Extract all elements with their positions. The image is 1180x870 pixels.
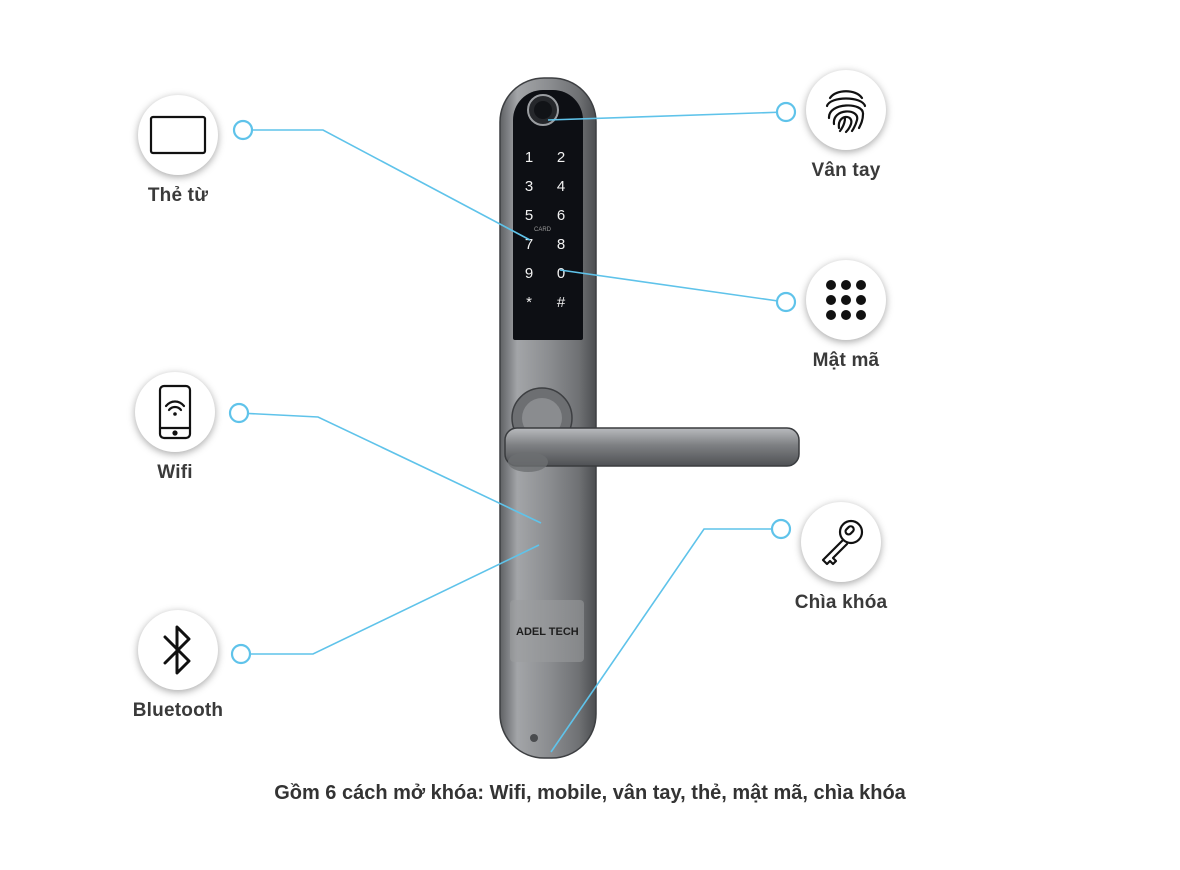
fingerprint-icon bbox=[806, 70, 886, 150]
connector-dot-password bbox=[775, 291, 797, 313]
connector-dot-bluetooth bbox=[230, 643, 252, 665]
connector-dot-card bbox=[232, 119, 254, 141]
brand-label: ADEL TECH bbox=[516, 626, 579, 638]
connector-dot-key bbox=[770, 518, 792, 540]
feature-fingerprint: Vân tay bbox=[766, 70, 926, 182]
keypad-icon bbox=[806, 260, 886, 340]
keypad-key: 3 bbox=[525, 178, 533, 195]
feature-card: Thẻ từ bbox=[98, 95, 258, 207]
caption: Gồm 6 cách mở khóa: Wifi, mobile, vân ta… bbox=[274, 782, 906, 804]
feature-card-label: Thẻ từ bbox=[147, 185, 209, 206]
feature-fingerprint-label: Vân tay bbox=[811, 160, 881, 181]
connector-wifi bbox=[238, 412, 542, 524]
connector-dots bbox=[228, 101, 797, 665]
feature-password: Mật mã bbox=[766, 260, 926, 372]
connector-password bbox=[559, 269, 786, 303]
card-icon bbox=[138, 95, 218, 175]
keypad-key: 8 bbox=[557, 236, 565, 253]
keyhole bbox=[530, 734, 538, 742]
keypad-key: # bbox=[557, 294, 566, 311]
connector-dot-fingerprint bbox=[775, 101, 797, 123]
feature-bluetooth-label: Bluetooth bbox=[132, 700, 224, 721]
keypad-key: 9 bbox=[525, 265, 533, 282]
keypad-key: 2 bbox=[557, 149, 565, 166]
connector-card bbox=[243, 129, 531, 241]
feature-key-label: Chìa khóa bbox=[794, 592, 888, 613]
connector-bluetooth bbox=[241, 544, 540, 655]
feature-bluetooth: Bluetooth bbox=[98, 610, 258, 722]
connector-fingerprint bbox=[547, 111, 786, 121]
key-icon bbox=[801, 502, 881, 582]
keypad-key: 5 bbox=[525, 207, 533, 224]
connector-lines bbox=[238, 111, 786, 753]
keypad-key: * bbox=[526, 294, 532, 311]
keypad-key: 6 bbox=[557, 207, 565, 224]
brand-plate bbox=[510, 600, 584, 662]
feature-password-label: Mật mã bbox=[812, 350, 880, 371]
keypad-digits: 1 2 3 4 5 6 7 8 9 0 * # bbox=[525, 149, 566, 311]
feature-wifi: Wifi bbox=[95, 372, 255, 484]
connector-key bbox=[550, 528, 781, 753]
keypad-key: 7 bbox=[525, 236, 533, 253]
card-mark: CARD bbox=[534, 227, 552, 233]
keypad-key: 4 bbox=[557, 178, 565, 195]
feature-key: Chìa khóa bbox=[761, 502, 921, 614]
lever-handle bbox=[504, 427, 800, 467]
feature-wifi-label: Wifi bbox=[157, 462, 193, 483]
keypad-key: 0 bbox=[557, 265, 565, 282]
bluetooth-icon bbox=[138, 610, 218, 690]
connector-dot-wifi bbox=[228, 402, 250, 424]
keypad-key: 1 bbox=[525, 149, 533, 166]
smartphone-wifi-icon bbox=[135, 372, 215, 452]
